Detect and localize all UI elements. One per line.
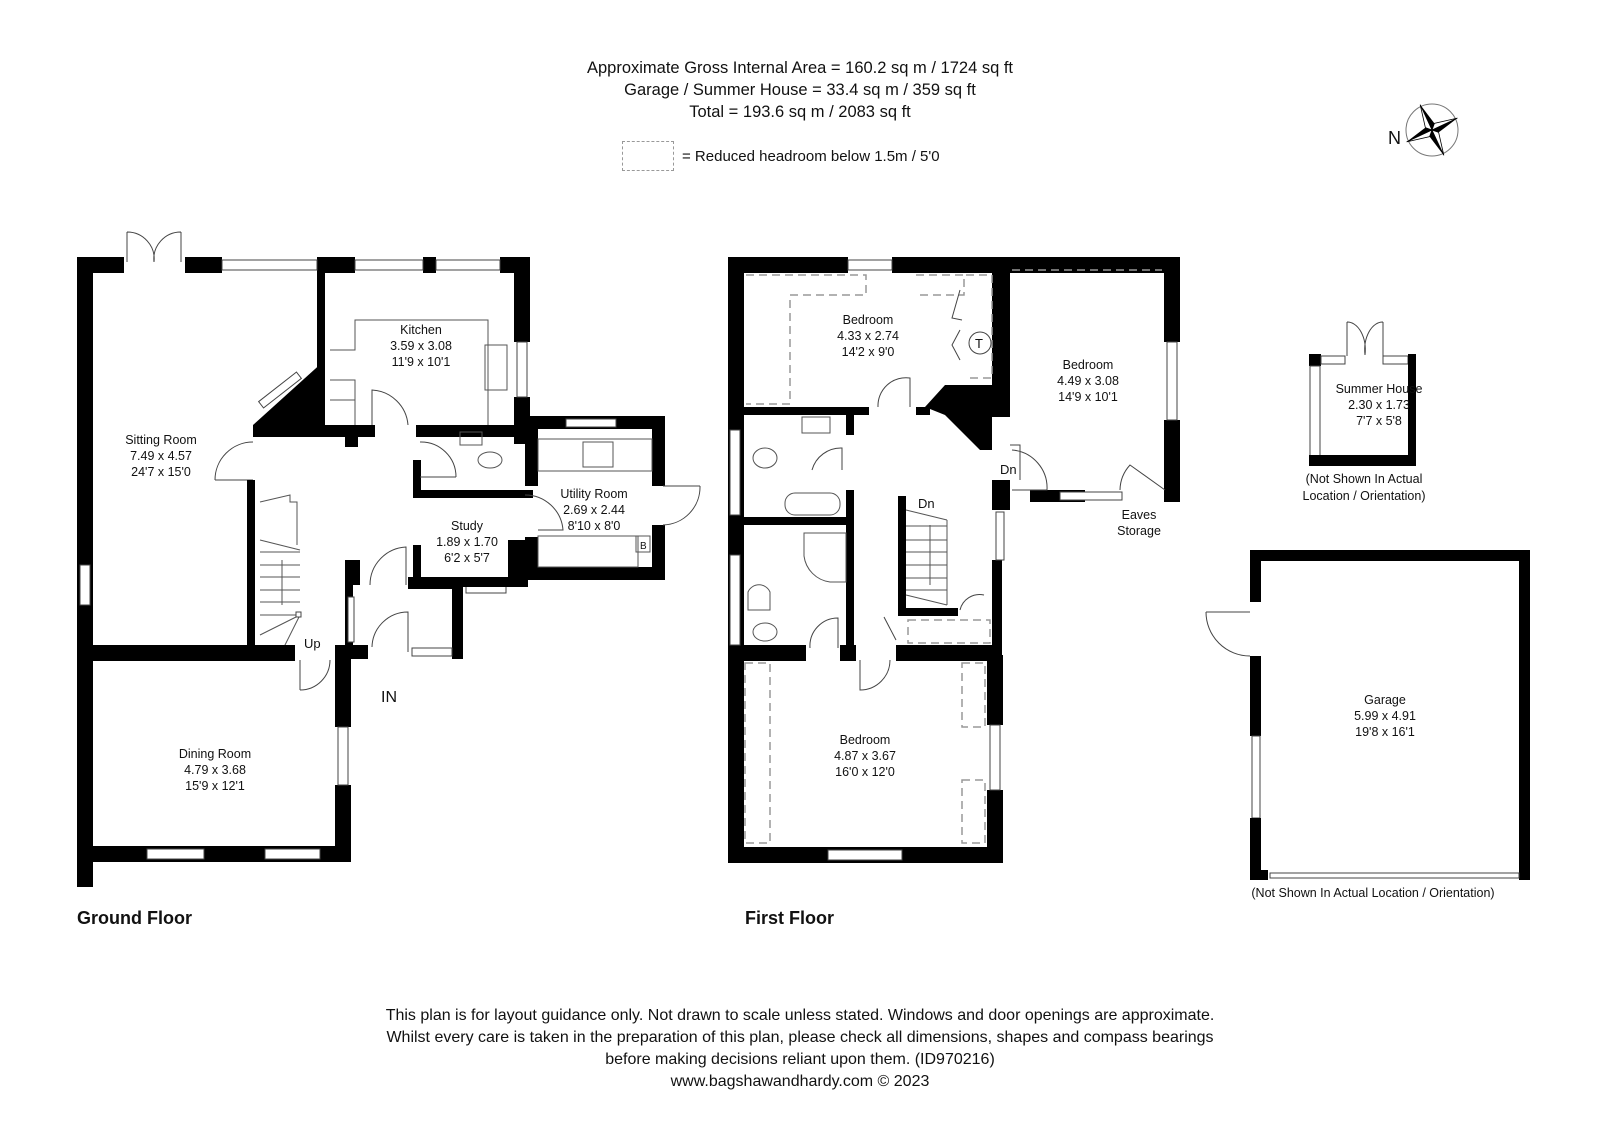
- headroom-legend: = Reduced headroom below 1.5m / 5'0: [622, 141, 940, 171]
- bedroom-1-imperial: 14'2 x 9'0: [842, 345, 895, 359]
- disclaimer-line-2: Whilst every care is taken in the prepar…: [386, 1029, 1214, 1046]
- garage-plan: [1205, 550, 1530, 880]
- stairs-down-label: Dn: [918, 496, 935, 511]
- total-area: Total = 193.6 sq m / 2083 sq ft: [689, 103, 911, 121]
- garage-imperial: 19'8 x 16'1: [1355, 725, 1415, 739]
- staircase-icon: [259, 494, 302, 656]
- water-tank-label: T: [975, 336, 983, 351]
- compass-north-label: N: [1388, 128, 1401, 148]
- ground-floor-title: Ground Floor: [77, 908, 192, 928]
- summer-house-note-2: Location / Orientation): [1303, 489, 1426, 503]
- dashed-box-icon: [622, 141, 674, 171]
- study-metric: 1.89 x 1.70: [436, 535, 498, 549]
- summer-house-plan: [1309, 321, 1416, 466]
- bedroom-2-imperial: 14'9 x 10'1: [1058, 390, 1118, 404]
- sitting-room-metric: 7.49 x 4.57: [130, 449, 192, 463]
- bedroom-3-metric: 4.87 x 3.67: [834, 749, 896, 763]
- disclaimer-footer: This plan is for layout guidance only. N…: [0, 1005, 1600, 1093]
- disclaimer-line-1: This plan is for layout guidance only. N…: [385, 1007, 1215, 1024]
- dining-room-imperial: 15'9 x 12'1: [185, 779, 245, 793]
- storage-label: Storage: [1117, 524, 1161, 538]
- bedroom-1-name: Bedroom: [843, 313, 894, 327]
- kitchen-name: Kitchen: [400, 323, 442, 337]
- summer-house-name: Summer House: [1336, 382, 1423, 396]
- sitting-room-name: Sitting Room: [125, 433, 197, 447]
- entrance-label: IN: [381, 689, 397, 706]
- bedroom-3-imperial: 16'0 x 12'0: [835, 765, 895, 779]
- ground-floor-plan: [77, 231, 701, 887]
- bedroom-1-metric: 4.33 x 2.74: [837, 329, 899, 343]
- gross-internal-area: Approximate Gross Internal Area = 160.2 …: [586, 59, 1014, 77]
- utility-room-metric: 2.69 x 2.44: [563, 503, 625, 517]
- disclaimer-line-3: before making decisions reliant upon the…: [605, 1051, 995, 1068]
- compass-rose-icon: [1405, 103, 1459, 157]
- bedroom-2-metric: 4.49 x 3.08: [1057, 374, 1119, 388]
- dining-room-metric: 4.79 x 3.68: [184, 763, 246, 777]
- utility-room-name: Utility Room: [560, 487, 627, 501]
- garage-metric: 5.99 x 4.91: [1354, 709, 1416, 723]
- stairs-up-label: Up: [304, 636, 321, 651]
- dining-room-name: Dining Room: [179, 747, 251, 761]
- sitting-room-imperial: 24'7 x 15'0: [131, 465, 191, 479]
- eaves-label: Eaves: [1122, 508, 1157, 522]
- staircase-icon: [905, 509, 948, 606]
- garage-name: Garage: [1364, 693, 1406, 707]
- kitchen-imperial: 11'9 x 10'1: [392, 355, 451, 369]
- boiler-label: B: [640, 541, 647, 552]
- study-imperial: 6'2 x 5'7: [444, 551, 490, 565]
- website-copyright: www.bagshawandhardy.com © 2023: [670, 1073, 930, 1090]
- kitchen-metric: 3.59 x 3.08: [390, 339, 452, 353]
- garage-summer-house-area: Garage / Summer House = 33.4 sq m / 359 …: [624, 81, 976, 99]
- legend-text: = Reduced headroom below 1.5m / 5'0: [682, 147, 940, 165]
- summer-house-note-1: (Not Shown In Actual: [1306, 472, 1423, 486]
- step-down-label: Dn: [1000, 462, 1017, 477]
- summer-house-imperial: 7'7 x 5'8: [1356, 414, 1402, 428]
- garage-note: (Not Shown In Actual Location / Orientat…: [1251, 886, 1494, 900]
- summer-house-metric: 2.30 x 1.73: [1348, 398, 1410, 412]
- bedroom-2-name: Bedroom: [1063, 358, 1114, 372]
- bedroom-3-name: Bedroom: [840, 733, 891, 747]
- utility-room-imperial: 8'10 x 8'0: [568, 519, 621, 533]
- first-floor-plan: T: [728, 257, 1180, 863]
- first-floor-title: First Floor: [745, 908, 834, 928]
- study-name: Study: [451, 519, 484, 533]
